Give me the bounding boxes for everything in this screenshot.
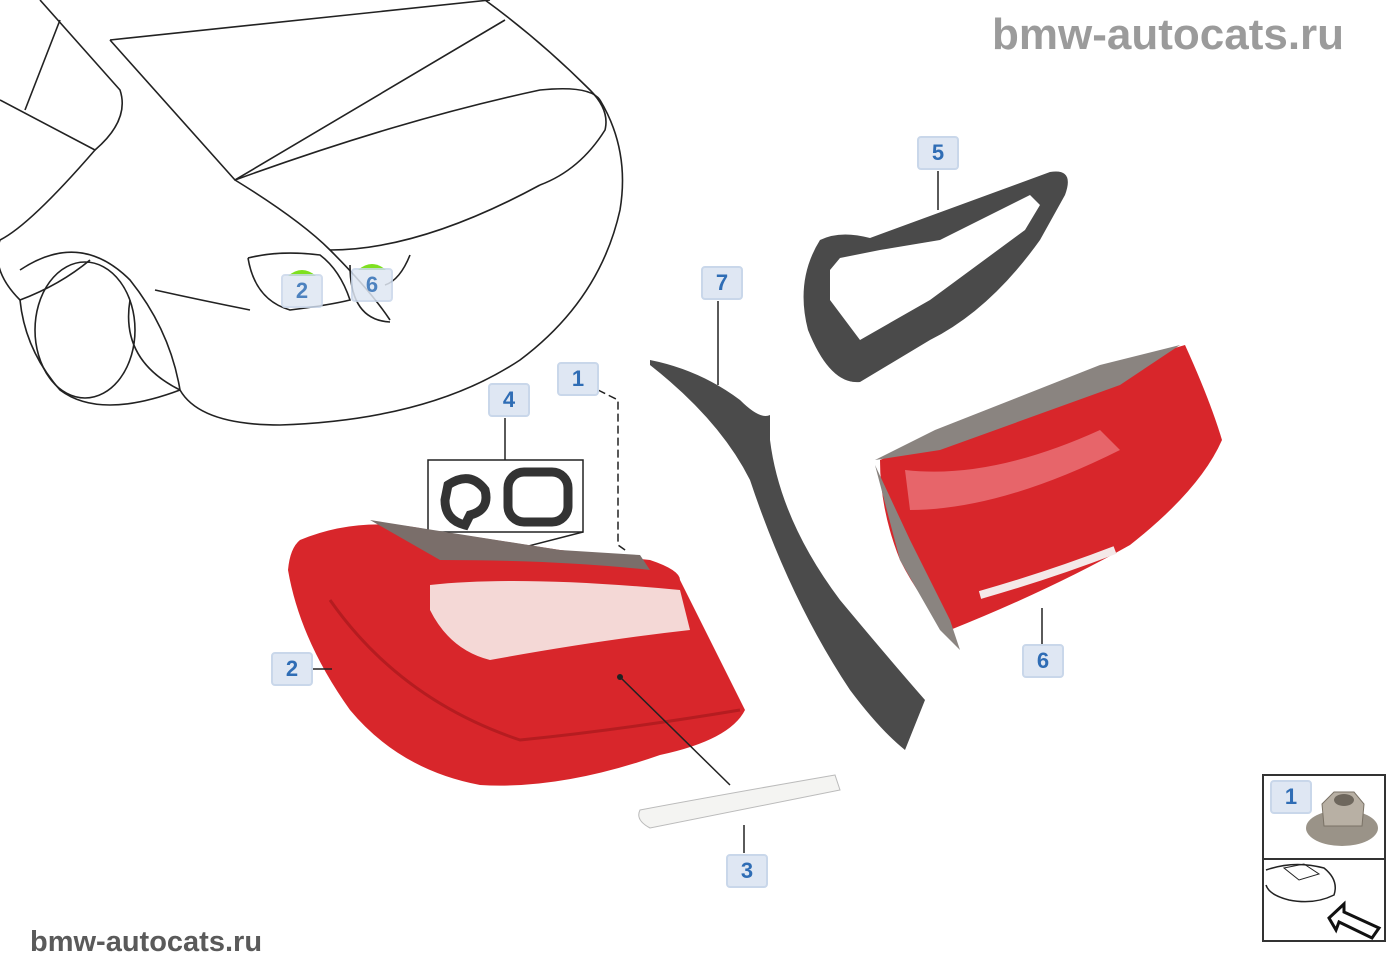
car-rear-arrow-icon <box>1265 863 1382 940</box>
nut-icon <box>1306 791 1378 846</box>
seal-small <box>440 474 491 531</box>
inset-box-part1: 1 <box>1262 774 1386 942</box>
watermark-top: bmw-autocats.ru <box>992 10 1345 59</box>
callout-part-5[interactable]: 5 <box>917 136 959 170</box>
callout-car-location-2[interactable]: 2 <box>281 274 323 308</box>
callout-part-3[interactable]: 3 <box>726 854 768 888</box>
callout-part-6[interactable]: 6 <box>1022 644 1064 678</box>
seal-large <box>503 467 573 527</box>
trim-strip-part7 <box>650 360 925 750</box>
callout-part-7[interactable]: 7 <box>701 266 743 300</box>
callout-part-4[interactable]: 4 <box>488 383 530 417</box>
leader-lines <box>313 171 1043 853</box>
gasket-part5 <box>803 171 1068 383</box>
car-rear-outline <box>0 0 624 426</box>
callout-car-location-6[interactable]: 6 <box>351 268 393 302</box>
callout-inset-part-1[interactable]: 1 <box>1270 780 1312 814</box>
callout-part-2[interactable]: 2 <box>271 652 313 686</box>
callout-part-1[interactable]: 1 <box>557 362 599 396</box>
watermark-bottom: bmw-autocats.ru <box>30 926 263 958</box>
reflector-part3 <box>638 774 841 829</box>
inset-divider <box>1264 858 1384 860</box>
tail-lamp-inner-part6 <box>880 345 1222 630</box>
